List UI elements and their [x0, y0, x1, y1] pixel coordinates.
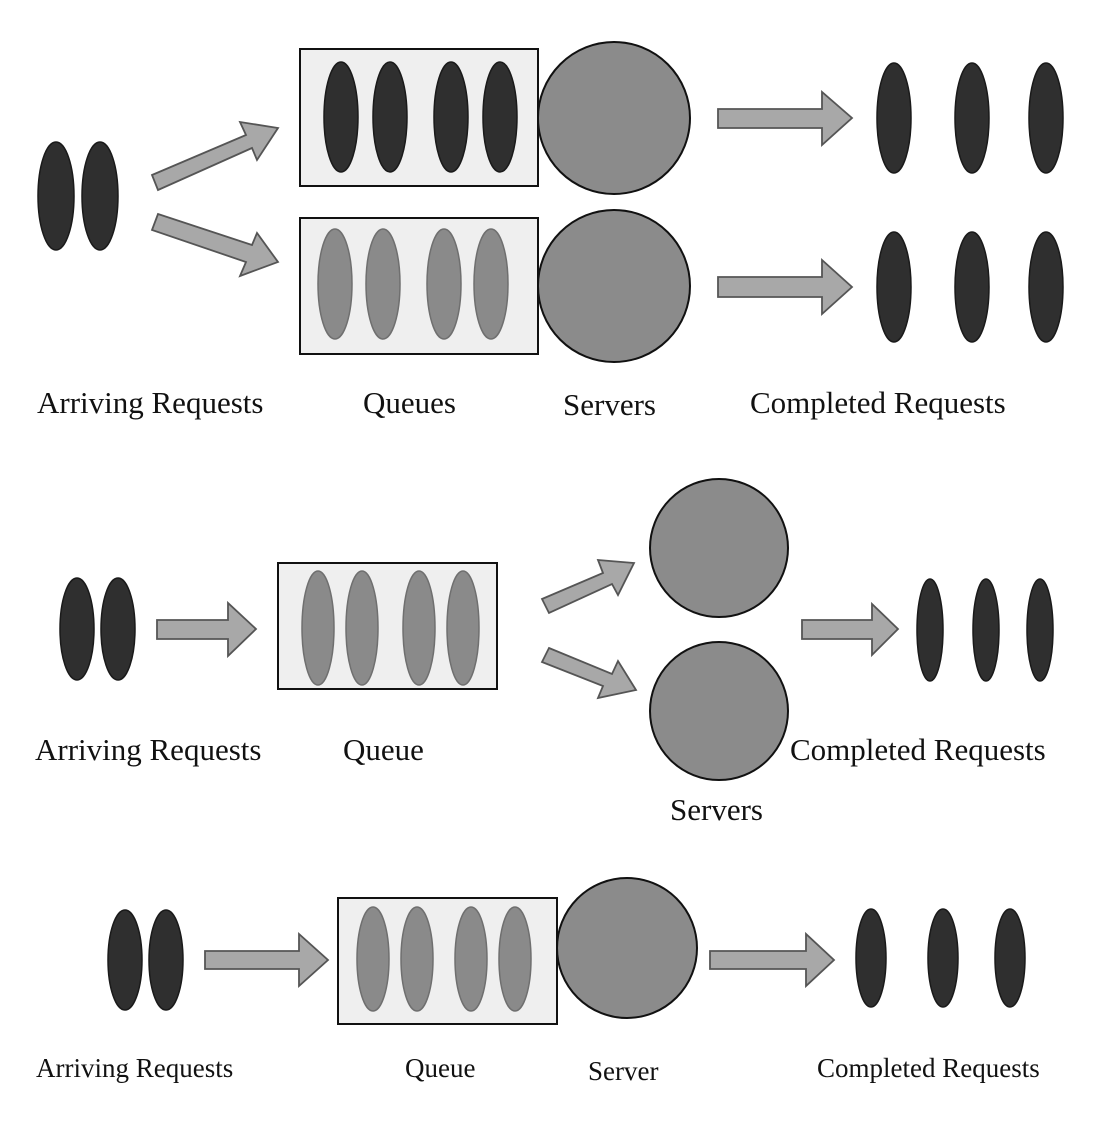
completed-request [1026, 578, 1054, 682]
queued-request [433, 61, 469, 173]
queued-request [323, 61, 359, 173]
arrow-to-completed [801, 601, 900, 658]
queued-request [498, 906, 532, 1012]
arriving-request [100, 577, 136, 681]
arriving-request [107, 909, 143, 1011]
queued-request [317, 228, 353, 340]
diagram-shared-queue: Arriving Requests Queue Servers Complete… [35, 478, 1054, 827]
label-servers: Servers [670, 792, 763, 827]
arriving-requests-group [37, 141, 119, 251]
queued-request [301, 570, 335, 686]
label-servers: Servers [563, 387, 656, 422]
label-completed-requests: Completed Requests [817, 1053, 1040, 1083]
completed-request [954, 62, 990, 174]
arriving-request [148, 909, 184, 1011]
server-bottom [537, 209, 691, 363]
completed-request [855, 908, 887, 1008]
arrow-to-server-bottom [540, 646, 638, 700]
label-queues: Queues [363, 385, 456, 420]
diagram-single-queue: Arriving Requests Queue Server Completed… [36, 877, 1040, 1086]
arrow-to-queue-bottom [150, 212, 280, 278]
queued-request [454, 906, 488, 1012]
arrow-to-queue [156, 600, 258, 659]
arrow-to-completed-top [717, 90, 854, 148]
arriving-requests-group [59, 577, 136, 681]
arriving-request [37, 141, 75, 251]
completed-request [1028, 62, 1064, 174]
queued-request [482, 61, 518, 173]
server-top [649, 478, 789, 618]
label-completed-requests: Completed Requests [790, 732, 1046, 767]
arriving-requests-group [107, 909, 184, 1011]
queued-request [473, 228, 509, 340]
arrow-to-completed [709, 931, 836, 989]
label-arriving-requests: Arriving Requests [37, 385, 263, 420]
arriving-request [59, 577, 95, 681]
completed-requests-group [855, 908, 1026, 1008]
queued-request [446, 570, 480, 686]
completed-request [972, 578, 1000, 682]
completed-requests-group [876, 62, 1064, 343]
completed-request [876, 231, 912, 343]
arrow-to-queue-top [150, 120, 280, 192]
queued-request [365, 228, 401, 340]
arriving-request [81, 141, 119, 251]
completed-request [927, 908, 959, 1008]
completed-request [1028, 231, 1064, 343]
completed-request [994, 908, 1026, 1008]
queued-request [426, 228, 462, 340]
label-queue: Queue [405, 1053, 475, 1083]
arrow-to-completed-bottom [717, 257, 854, 317]
queued-request [402, 570, 436, 686]
label-server: Server [588, 1056, 658, 1086]
arrow-to-queue [204, 931, 330, 989]
completed-request [954, 231, 990, 343]
queued-request [356, 906, 390, 1012]
completed-request [916, 578, 944, 682]
label-arriving-requests: Arriving Requests [36, 1053, 233, 1083]
queued-request [372, 61, 408, 173]
queued-request [400, 906, 434, 1012]
server-bottom [649, 641, 789, 781]
server-top [537, 41, 691, 195]
label-arriving-requests: Arriving Requests [35, 732, 261, 767]
label-queue: Queue [343, 732, 424, 767]
server [556, 877, 698, 1019]
completed-request [876, 62, 912, 174]
completed-requests-group [916, 578, 1054, 682]
queued-request [345, 570, 379, 686]
arrow-to-server-top [540, 558, 636, 615]
diagram-multi-queue: Arriving Requests Queues Servers Complet… [37, 41, 1064, 422]
label-completed-requests: Completed Requests [750, 385, 1006, 420]
